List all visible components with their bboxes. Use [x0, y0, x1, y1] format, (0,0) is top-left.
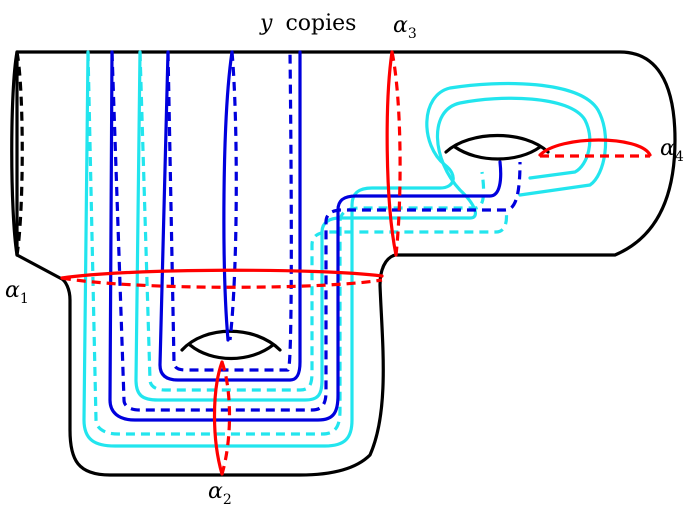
- blue-copy-dashed: [228, 51, 238, 341]
- alpha1-label-sub: 1: [20, 291, 29, 307]
- surface-outline: [10, 50, 677, 477]
- blue-copy-solid: [222, 50, 234, 342]
- top-label-variable: y: [259, 11, 273, 36]
- alpha4-label-base: α: [660, 136, 675, 161]
- alpha1-solid: [60, 268, 384, 280]
- alpha1-label-base: α: [5, 278, 20, 303]
- alpha2-label-sub: 2: [223, 492, 232, 505]
- alpha2-label-base: α: [208, 479, 223, 504]
- lower-hole-bottom: [188, 343, 275, 361]
- left-end-solid-arc: [10, 50, 19, 257]
- blue-curve-outer-dashed: [110, 51, 522, 412]
- alpha3-dashed: [390, 51, 402, 256]
- alpha4-label: α4: [660, 136, 684, 165]
- blue-curve-inner-solid: [158, 50, 302, 382]
- alpha2-label: α2: [208, 479, 232, 505]
- alpha1-dashed: [61, 276, 383, 289]
- alpha4-solid: [538, 138, 652, 157]
- blue-curve-inner-dashed: [166, 51, 293, 372]
- upper-hole-bottom: [453, 145, 542, 161]
- alpha4-label-sub: 4: [675, 149, 684, 165]
- alpha-curves: [60, 50, 652, 476]
- blue-curves: [108, 50, 522, 422]
- cyan-curve-inner-solid: [134, 50, 592, 402]
- alpha3-label-sub: 3: [408, 26, 417, 42]
- alpha3-label-base: α: [393, 13, 408, 38]
- cyan-curve-outer-solid: [82, 50, 608, 448]
- cyan-curves: [82, 50, 608, 448]
- blue-curve-outer-solid: [108, 50, 503, 422]
- alpha3-solid: [385, 50, 398, 257]
- labels: y copies α3 α4 α1 α2: [5, 11, 684, 505]
- surface-boundary: [15, 50, 677, 477]
- left-end-dashed-arc: [15, 51, 24, 256]
- cyan-curve-outer-dashed: [86, 51, 486, 436]
- top-label: y copies: [259, 11, 356, 36]
- alpha2-solid: [212, 360, 224, 476]
- alpha3-label: α3: [393, 13, 417, 42]
- cyan-curve-inner-dashed: [138, 51, 509, 392]
- top-label-text: copies: [285, 11, 356, 36]
- lower-hole-top: [180, 329, 282, 352]
- alpha1-label: α1: [5, 278, 29, 307]
